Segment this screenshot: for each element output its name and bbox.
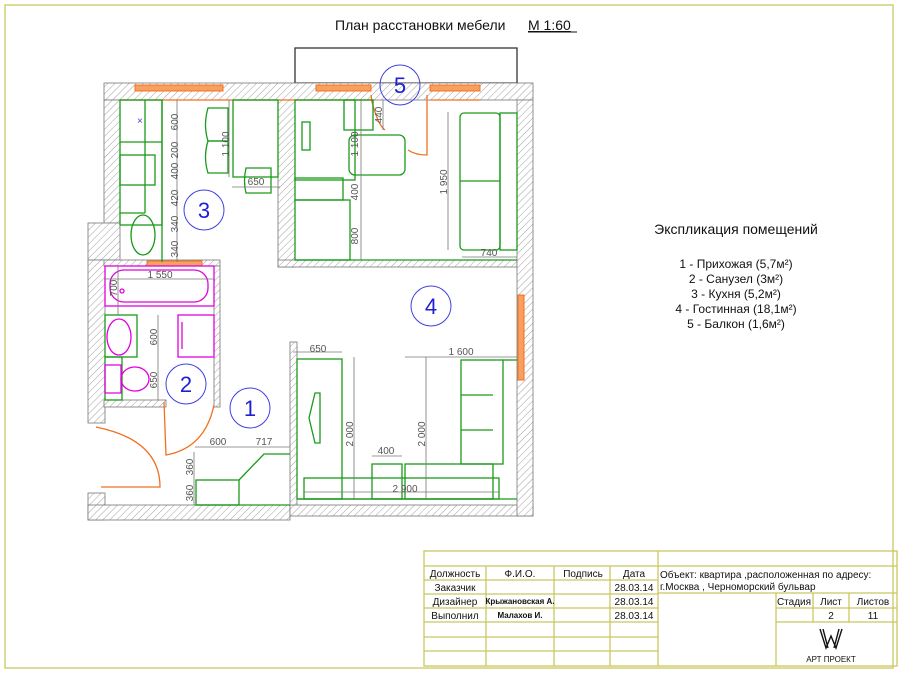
svg-text:800: 800 xyxy=(350,227,361,244)
drawing-scale: М 1:60 xyxy=(528,17,571,33)
explication-heading: Экспликация помещений xyxy=(654,221,818,237)
svg-text:Малахов И.: Малахов И. xyxy=(498,611,543,620)
svg-text:400: 400 xyxy=(378,446,395,457)
svg-text:440: 440 xyxy=(374,106,385,123)
art-proekt-logo xyxy=(819,628,843,651)
svg-text:400: 400 xyxy=(170,162,181,179)
room-markers: 1 2 3 4 5 xyxy=(165,64,452,429)
svg-text:2 900: 2 900 xyxy=(392,484,417,495)
living-furniture xyxy=(294,99,518,500)
bathroom-fixtures xyxy=(104,265,215,401)
svg-text:Стадия: Стадия xyxy=(777,597,811,608)
svg-text:11: 11 xyxy=(868,611,879,622)
hall-furniture xyxy=(195,453,290,506)
svg-text:650: 650 xyxy=(248,177,265,188)
company-name: АРТ ПРОЕКТ xyxy=(806,655,856,664)
svg-text:1 - Прихожая (5,7м²): 1 - Прихожая (5,7м²) xyxy=(679,257,792,271)
hob-mark-icon: × xyxy=(137,116,143,127)
svg-text:420: 420 xyxy=(170,189,181,206)
svg-text:740: 740 xyxy=(481,248,498,259)
svg-text:28.03.14: 28.03.14 xyxy=(615,583,654,594)
svg-text:600: 600 xyxy=(210,437,227,448)
svg-text:Подпись: Подпись xyxy=(563,569,603,580)
svg-text:Заказчик: Заказчик xyxy=(434,583,476,594)
object-line-2: г.Москва , Черноморский бульвар xyxy=(660,581,816,593)
svg-text:400: 400 xyxy=(350,183,361,200)
svg-text:340: 340 xyxy=(170,215,181,232)
svg-text:Выполнил: Выполнил xyxy=(431,611,479,622)
room-number-3: 3 xyxy=(198,198,210,223)
svg-text:2: 2 xyxy=(828,611,834,622)
svg-text:Дизайнер: Дизайнер xyxy=(433,597,478,608)
svg-text:650: 650 xyxy=(310,344,327,355)
room-number-4: 4 xyxy=(425,294,437,319)
svg-text:4 - Гостинная (18,1м²): 4 - Гостинная (18,1м²) xyxy=(675,302,796,316)
dimension-lines xyxy=(104,100,517,505)
svg-text:3 - Кухня (5,2м²): 3 - Кухня (5,2м²) xyxy=(691,287,781,301)
svg-text:650: 650 xyxy=(149,371,160,388)
svg-text:600: 600 xyxy=(170,113,181,130)
svg-text:1 550: 1 550 xyxy=(147,270,172,281)
title-block: Должность Ф.И.О. Подпись Дата Заказчик 2… xyxy=(423,550,898,667)
room-explication: Экспликация помещений 1 - Прихожая (5,7м… xyxy=(654,221,818,331)
svg-text:Листов: Листов xyxy=(857,597,890,608)
svg-text:Крыжановская А.: Крыжановская А. xyxy=(485,597,554,606)
svg-text:717: 717 xyxy=(256,437,273,448)
svg-text:1 100: 1 100 xyxy=(221,131,232,156)
svg-text:1 950: 1 950 xyxy=(439,169,450,194)
svg-text:Ф.И.О.: Ф.И.О. xyxy=(505,569,536,580)
svg-text:1 600: 1 600 xyxy=(448,347,473,358)
svg-text:28.03.14: 28.03.14 xyxy=(615,611,654,622)
drawing-title: План расстановки мебели xyxy=(335,17,505,33)
svg-text:5 - Балкон (1,6м²): 5 - Балкон (1,6м²) xyxy=(687,317,785,331)
svg-text:28.03.14: 28.03.14 xyxy=(615,597,654,608)
svg-text:340: 340 xyxy=(170,240,181,257)
svg-text:2 000: 2 000 xyxy=(417,421,428,446)
walls xyxy=(87,82,534,521)
svg-text:360: 360 xyxy=(185,484,196,501)
room-number-5: 5 xyxy=(394,73,406,98)
svg-text:360: 360 xyxy=(185,458,196,475)
object-line-1: Объект: квартира ,расположенная по адрес… xyxy=(660,569,871,581)
svg-text:700: 700 xyxy=(109,279,120,296)
dimension-labels: 600 200 400 420 340 340 1 100 650 1 100 … xyxy=(109,106,498,501)
svg-text:200: 200 xyxy=(170,141,181,158)
svg-text:2 - Санузел (3м²): 2 - Санузел (3м²) xyxy=(689,272,783,286)
sheet-frame xyxy=(4,4,894,669)
room-number-2: 2 xyxy=(180,372,192,397)
svg-text:Должность: Должность xyxy=(430,569,481,580)
svg-text:1 100: 1 100 xyxy=(350,131,361,156)
svg-text:Лист: Лист xyxy=(820,597,842,608)
svg-text:Дата: Дата xyxy=(623,569,646,580)
kitchen-furniture: × xyxy=(119,99,279,262)
svg-text:2 000: 2 000 xyxy=(345,421,356,446)
room-number-1: 1 xyxy=(244,396,256,421)
svg-text:600: 600 xyxy=(149,328,160,345)
